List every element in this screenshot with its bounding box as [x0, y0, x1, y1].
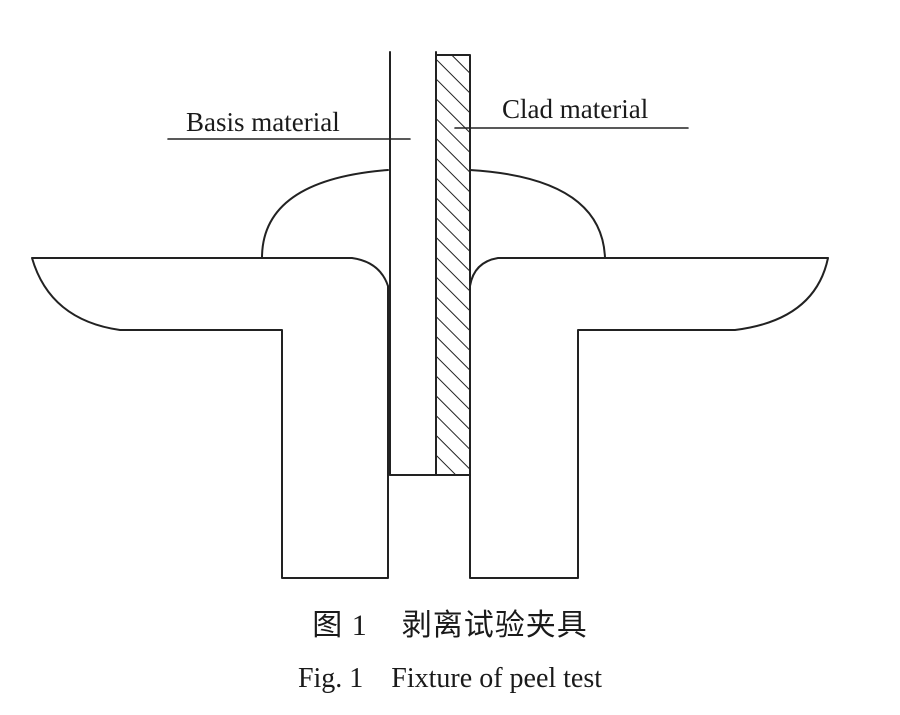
clad-material-label: Clad material	[502, 94, 648, 124]
figure-caption-english: Fig. 1 Fixture of peel test	[297, 663, 603, 694]
left-clamp-dome	[261, 169, 389, 259]
right-fixture-jaw	[469, 257, 829, 579]
peel-test-fixture-diagram: Basis material Clad material	[31, 51, 829, 579]
basis-material-strip	[389, 51, 437, 476]
clad-material-strip	[435, 54, 471, 476]
left-fixture-jaw	[31, 257, 389, 579]
basis-material-label: Basis material	[186, 107, 340, 137]
figure-caption-chinese: 图 1 剥离试验夹具	[312, 609, 588, 642]
right-clamp-dome	[469, 169, 606, 259]
